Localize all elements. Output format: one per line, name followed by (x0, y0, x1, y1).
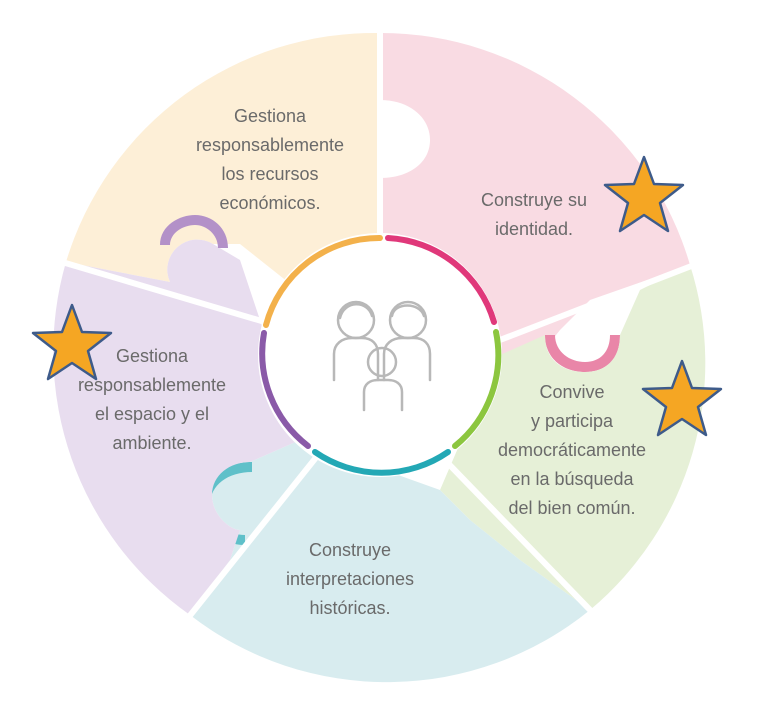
ring-arc-history (312, 449, 451, 476)
segment-identity-line-2: identidad. (495, 219, 573, 239)
segment-economic-label: Gestiona responsablemente los recursos e… (196, 106, 344, 213)
segment-space-label: Gestiona responsablemente el espacio y e… (78, 346, 226, 453)
segment-history-line-1: Construye (309, 540, 391, 560)
divider-bottom-left (185, 453, 321, 620)
segment-space-line-4: ambiente. (112, 433, 191, 453)
segment-economic-line-2: responsablemente (196, 135, 344, 155)
star-icon-democracy (641, 359, 723, 437)
segment-identity-tab (545, 335, 620, 372)
segment-economic-line-4: económicos. (219, 193, 320, 213)
segment-economic-line-1: Gestiona (234, 106, 307, 126)
segment-space-line-1: Gestiona (116, 346, 189, 366)
family-icon (332, 300, 432, 412)
segment-history-label: Construye interpretaciones históricas. (286, 540, 414, 618)
divider-right (498, 262, 696, 343)
segment-identity-notch (380, 100, 430, 178)
segment-democracy-line-4: en la búsqueda (510, 469, 634, 489)
ring-arc-democracy (452, 329, 502, 449)
segment-democracy-line-5: del bien común. (508, 498, 635, 518)
center-ring (259, 234, 502, 476)
star-icon-space (31, 303, 113, 381)
segment-history-piece (190, 440, 590, 683)
ring-arc-economic (263, 234, 383, 328)
segment-space-tab (160, 215, 228, 248)
segment-space-line-3: el espacio y el (95, 404, 209, 424)
segment-space (53, 215, 300, 616)
segment-democracy-line-3: democráticamente (498, 440, 646, 460)
center-hub (258, 233, 502, 477)
segment-democracy-line-1: Convive (539, 382, 604, 402)
segment-identity-label: Construye su identidad. (481, 190, 587, 239)
segment-space-piece (53, 239, 300, 616)
ring-arc-identity (385, 235, 497, 325)
segment-history-line-2: interpretaciones (286, 569, 414, 589)
segment-identity-line-1: Construye su (481, 190, 587, 210)
ring-arc-space (259, 330, 311, 449)
segment-economic-line-3: los recursos (221, 164, 318, 184)
segment-history-line-3: históricas. (309, 598, 390, 618)
star-icon-identity (603, 155, 685, 233)
divider-left (61, 259, 276, 328)
segment-democracy-label: Convive y participa democráticamente en … (498, 382, 646, 518)
divider-bottom-right (437, 452, 595, 615)
segment-dividers (61, 30, 696, 620)
segment-space-line-2: responsablemente (78, 375, 226, 395)
segment-democracy-line-2: y participa (531, 411, 614, 431)
